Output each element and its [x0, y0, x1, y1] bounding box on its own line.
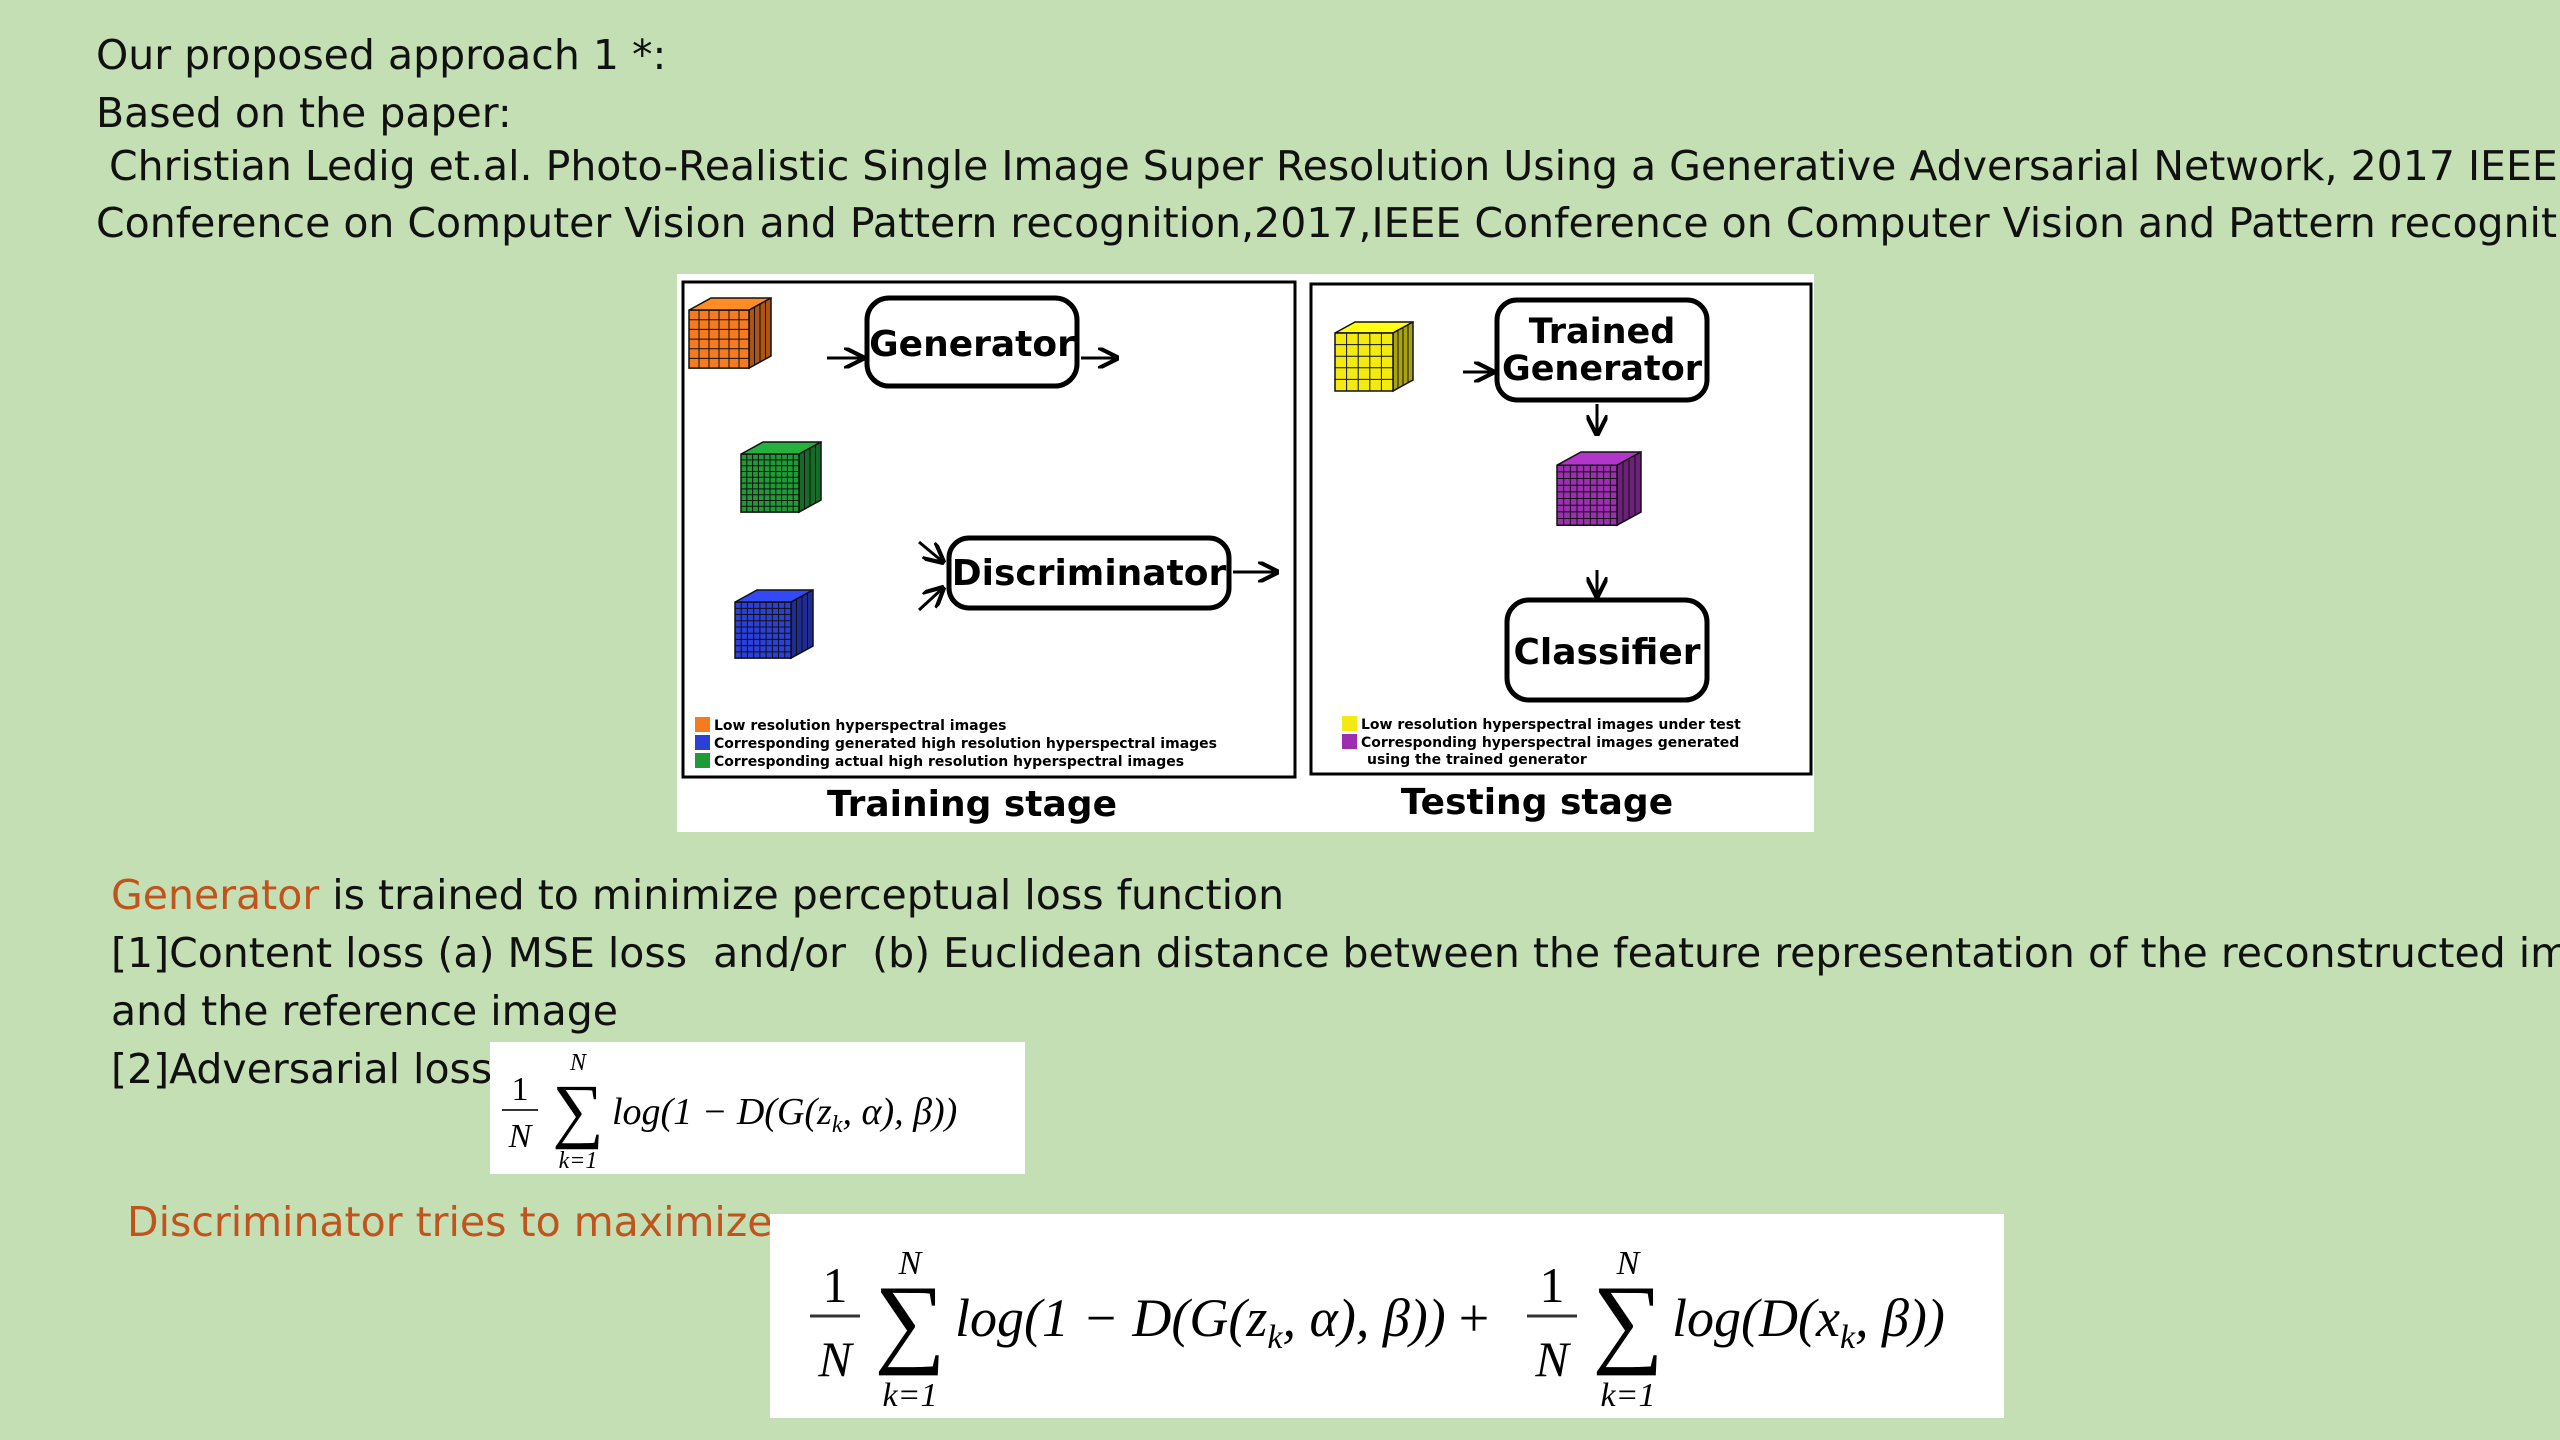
training-panel [681, 280, 1297, 779]
generator-word: Generator [111, 871, 320, 919]
adversarial-loss-label: [2]Adversarial loss: [111, 1045, 507, 1093]
testing-stage-label: Testing stage [1401, 782, 1673, 823]
generator-rest: is trained to minimize perceptual loss f… [319, 871, 1285, 919]
frac1-numerator: 1 [823, 1257, 848, 1313]
legend-text-under-test: Low resolution hyperspectral images unde… [1361, 717, 1741, 733]
sum2-upper: N [1616, 1245, 1642, 1282]
sum1-upper: N [898, 1245, 924, 1282]
sum-lower-limit: k=1 [559, 1148, 598, 1174]
trained-label: Trained [1529, 312, 1676, 352]
adversarial-loss-formula: 1 N N ∑ k=1 log(1 − D(G(zk, α), β)) [490, 1042, 1025, 1174]
sum-upper-limit: N [569, 1050, 588, 1076]
trained-generator-box [1494, 297, 1710, 403]
heading-approach: Our proposed approach 1 *: [96, 31, 667, 79]
legend-swatch-orange [695, 717, 710, 732]
frac1-denominator: N [817, 1331, 854, 1387]
content-loss-line-1: [1]Content loss (a) MSE loss and/or (b) … [111, 929, 2560, 977]
cube-blue-generated-2-front [734, 601, 792, 659]
citation-line-2: Conference on Computer Vision and Patter… [96, 199, 2560, 247]
sum2-symbol: ∑ [1592, 1265, 1663, 1376]
heading-based-on: Based on the paper: [96, 89, 512, 137]
sum-symbol: ∑ [552, 1070, 603, 1150]
trained-generator-label: Generator [1502, 349, 1703, 389]
generator-description: Generator is trained to minimize percept… [111, 866, 1284, 924]
frac2-denominator: N [1534, 1331, 1571, 1387]
sum1-lower: k=1 [882, 1377, 937, 1414]
content-loss-line-2: and the reference image [111, 987, 618, 1035]
discriminator-description: Discriminator tries to maximize [127, 1198, 773, 1246]
generator-label: Generator [869, 324, 1075, 365]
training-stage-label: Training stage [827, 784, 1117, 825]
cube-yellow-test-front [1334, 332, 1394, 392]
fraction-denominator: N [508, 1118, 534, 1155]
sum1-symbol: ∑ [874, 1265, 945, 1376]
legend-text-trained-generator: using the trained generator [1367, 752, 1587, 768]
discriminator-box [946, 535, 1232, 611]
generator-box [864, 295, 1080, 389]
legend-swatch-green [695, 753, 710, 768]
legend-swatch-yellow [1342, 716, 1357, 731]
discriminator-label: Discriminator [952, 553, 1227, 594]
legend-text-generated: Corresponding generated high resolution … [714, 736, 1217, 752]
legend-text-actual: Corresponding actual high resolution hyp… [714, 754, 1184, 770]
classifier-label: Classifier [1513, 632, 1700, 673]
legend-text-low-res: Low resolution hyperspectral images [714, 718, 1006, 734]
testing-panel [1309, 282, 1813, 776]
legend-text-generated-test: Corresponding hyperspectral images gener… [1361, 735, 1739, 751]
discriminator-formula: 1 N N ∑ k=1 log(1 − D(G(zk, α), β)) + 1 … [770, 1214, 2004, 1418]
cube-purple-output-front [1556, 464, 1618, 526]
disc-term-1: log(1 − D(G(zk, α), β)) [955, 1288, 1446, 1356]
frac2-numerator: 1 [1540, 1257, 1565, 1313]
adversarial-expression: log(1 − D(G(zk, α), β)) [612, 1091, 957, 1138]
fraction-numerator: 1 [512, 1071, 529, 1108]
sum2-lower: k=1 [1600, 1377, 1655, 1414]
legend-swatch-blue [695, 735, 710, 750]
citation-line-1: Christian Ledig et.al. Photo-Realistic S… [96, 142, 2558, 190]
classifier-box [1504, 597, 1710, 703]
gan-figure: Generator Discriminator Low resolution h… [677, 274, 1814, 832]
legend-swatch-purple [1342, 734, 1357, 749]
plus-sign: + [1459, 1288, 1489, 1348]
disc-term-2: log(D(xk, β)) [1672, 1288, 1945, 1356]
